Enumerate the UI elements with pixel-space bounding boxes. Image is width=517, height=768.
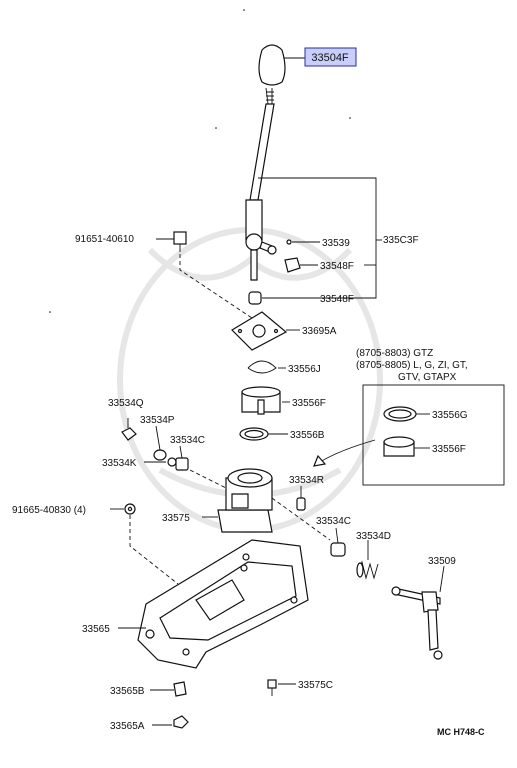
inset-note-line1: (8705-8803) GTZ — [356, 348, 433, 359]
selector-lever-33509[interactable] — [391, 586, 443, 660]
snap-ring-33556J[interactable] — [247, 360, 277, 374]
part-label-33565B[interactable]: 33565B — [110, 686, 145, 697]
ring-33556G[interactable] — [383, 406, 417, 422]
ring-33556B[interactable] — [239, 427, 269, 441]
washer-33534K[interactable] — [167, 457, 177, 467]
part-label-33509[interactable]: 33509 — [428, 556, 456, 567]
bushing-33534C-right[interactable] — [330, 542, 346, 557]
pin-33534R[interactable] — [296, 497, 306, 511]
diagram-code: MC H748-C — [437, 727, 485, 737]
part-label-33556F-inset[interactable]: 33556F — [432, 444, 466, 455]
part-label-33565[interactable]: 33565 — [82, 624, 110, 635]
grommet-33565B[interactable] — [173, 681, 187, 697]
part-label-33556J[interactable]: 33556J — [288, 364, 321, 375]
bushing-33548F-lower[interactable] — [248, 291, 262, 305]
part-label-33534D[interactable]: 33534D — [356, 531, 391, 542]
part-label-33556B[interactable]: 33556B — [290, 430, 325, 441]
part-label-33534C-left[interactable]: 33534C — [170, 435, 205, 446]
bushing-33534Q[interactable] — [121, 427, 137, 441]
part-label-33556F[interactable]: 33556F — [292, 398, 326, 409]
inset-note-line3: GTV, GTAPX — [398, 372, 457, 383]
bolt-91651[interactable] — [173, 231, 187, 252]
part-label-335C3F[interactable]: 335C3F — [383, 235, 419, 246]
highlight-part-33504F[interactable]: 33504F — [304, 47, 357, 67]
seat-33556F-inset[interactable] — [383, 436, 415, 457]
washer-33534P[interactable] — [153, 449, 167, 461]
part-label-33534Q[interactable]: 33534Q — [108, 398, 144, 409]
pin-33539[interactable] — [286, 239, 292, 245]
spring-33534D[interactable] — [356, 560, 379, 580]
part-label-33534K[interactable]: 33534K — [102, 458, 137, 469]
part-label-33534P[interactable]: 33534P — [140, 415, 175, 426]
part-label-33575C[interactable]: 33575C — [298, 680, 333, 691]
part-label-33534R[interactable]: 33534R — [289, 475, 324, 486]
base-plate-33565[interactable] — [137, 539, 309, 669]
bushing-33534C-left[interactable] — [175, 457, 189, 471]
bushing-33548F-upper[interactable] — [284, 257, 301, 273]
shift-housing-33575[interactable] — [217, 468, 273, 533]
part-label-91651[interactable]: 91651-40610 — [75, 234, 134, 245]
part-label-33695A[interactable]: 33695A — [302, 326, 337, 337]
inset-arrow — [319, 439, 376, 463]
part-label-33548F-upper[interactable]: 33548F — [320, 261, 354, 272]
part-label-33565A[interactable]: 33565A — [110, 721, 145, 732]
part-label-33539[interactable]: 33539 — [322, 238, 350, 249]
shift-knob[interactable] — [258, 44, 286, 86]
inset-box — [362, 384, 505, 486]
shift-lever[interactable] — [245, 87, 277, 281]
inset-note-line2: (8705-8805) L, G, ZI, GT, — [356, 360, 468, 371]
bolt-91665[interactable] — [124, 503, 136, 515]
part-label-91665[interactable]: 91665-40830 (4) — [12, 505, 86, 516]
part-label-33534C-right[interactable]: 33534C — [316, 516, 351, 527]
plate-33695A[interactable] — [231, 311, 288, 351]
stray-marks — [49, 9, 351, 313]
part-label-33556G[interactable]: 33556G — [432, 410, 468, 421]
part-label-33548F-lower[interactable]: 33548F — [320, 294, 354, 305]
nut-33565A[interactable] — [173, 715, 189, 729]
seat-33556F[interactable] — [241, 386, 281, 415]
part-label-33504F: 33504F — [311, 52, 349, 64]
part-label-33575[interactable]: 33575 — [162, 513, 190, 524]
inset-note: (8705-8803) GTZ (8705-8805) L, G, ZI, GT… — [356, 348, 468, 383]
bolt-33575C[interactable] — [267, 679, 277, 696]
